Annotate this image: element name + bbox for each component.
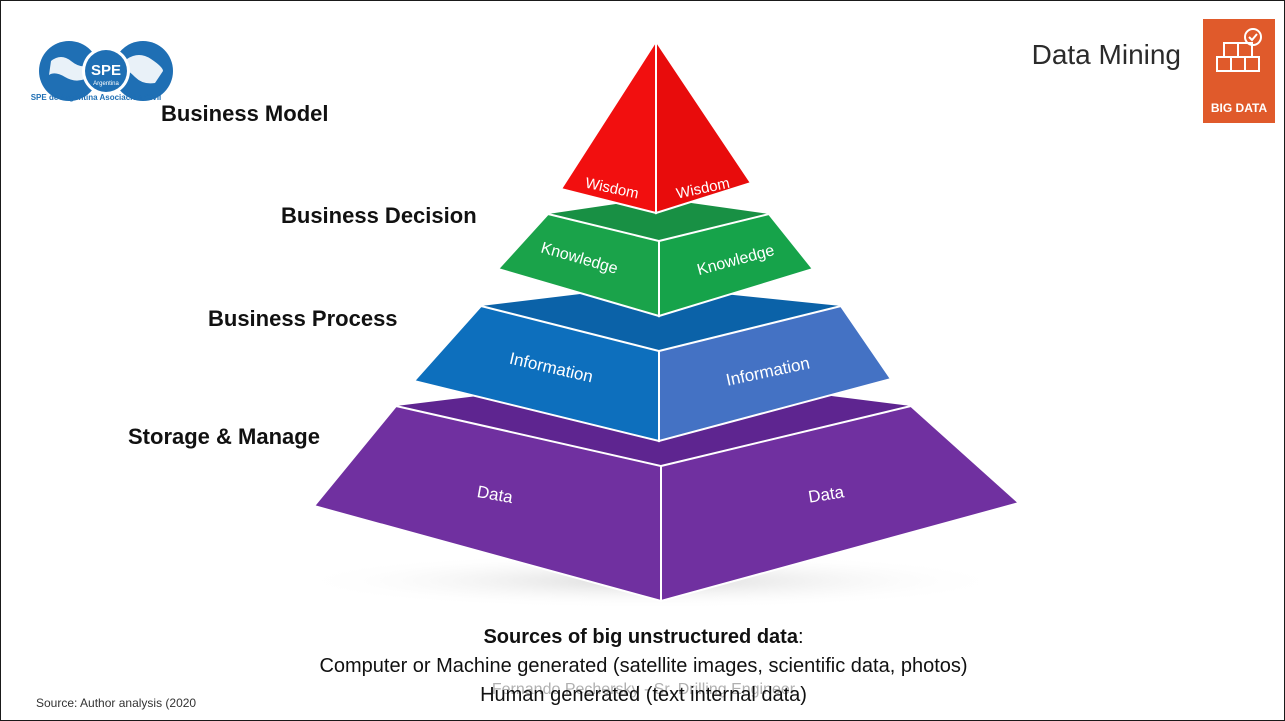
logo-subtext: Argentina [93,81,119,87]
footer-source: Source: Author analysis (2020 [36,696,197,710]
spe-logo: SPE Argentina [39,41,173,101]
logo-text: SPE [91,62,121,79]
big-data-badge: BIG DATA [1203,19,1275,123]
boxes-check-icon [1216,28,1262,72]
sources-block: Sources of big unstructured data: Comput… [1,623,1284,710]
footer-presenter: Fernando Pechersky - Sr. Drilling Engine… [491,681,796,698]
pyramid-level-wisdom: Wisdom Wisdom [559,37,753,215]
sources-line-machine: Computer or Machine generated (satellite… [319,655,968,677]
sources-heading-colon: : [797,626,804,648]
slide-title: Data Mining [1031,39,1181,70]
logo-caption: SPE de Argentina Asociación Civil [30,93,162,102]
pyramid-level-knowledge: Knowledge Knowledge [496,198,815,318]
pyramid-level-information: Information Information [412,286,893,443]
level-label-business-model: Business Model [161,101,329,126]
sources-heading: Sources of big unstructured data [483,626,798,648]
big-data-label: BIG DATA [1210,101,1268,115]
level-label-business-decision: Business Decision [281,203,477,228]
level-label-business-process: Business Process [208,306,398,331]
level-label-storage-manage: Storage & Manage [128,424,320,449]
sources-line-human: Human generated (text internal data) [480,684,807,706]
